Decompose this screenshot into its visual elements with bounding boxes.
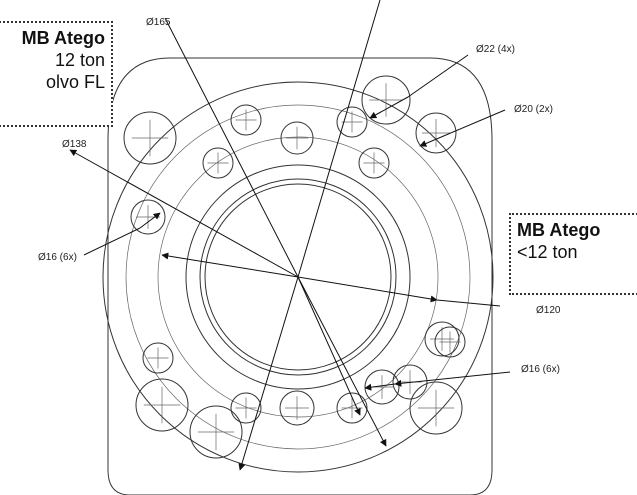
bolt-hole [415, 112, 457, 154]
callout-right-title: MB Atego [517, 220, 601, 240]
bolt-hole [230, 392, 262, 424]
bolt-hole [424, 321, 460, 357]
dim-label-d22: Ø22 (4x) [476, 44, 515, 55]
bolt-hole [142, 342, 174, 374]
bolt-hole [392, 364, 428, 400]
dim-label-d20: Ø20 (2x) [514, 104, 553, 115]
bolt-hole [409, 381, 463, 435]
dim-label-d165: Ø165 [146, 17, 171, 28]
center-bore-outer [199, 178, 397, 376]
callout-left-line1: 12 ton [54, 50, 105, 70]
callout-vehicle-left: MB Atego 12 ton olvo FL [0, 21, 113, 127]
bolt-hole [279, 390, 315, 426]
outer-plate-outline [107, 57, 493, 495]
dim-label-d16-right: Ø16 (6x) [521, 364, 560, 375]
bolt-hole [230, 104, 262, 136]
callout-left-title: MB Atego [21, 28, 105, 48]
callout-vehicle-right: MB Atego <12 ton [509, 213, 637, 295]
bolt-hole [361, 75, 411, 125]
callout-right-line1: <12 ton [517, 242, 578, 262]
bolt-hole [358, 147, 390, 179]
pilot-circle [185, 164, 411, 390]
bolt-holes [123, 75, 466, 459]
bolt-hole [336, 106, 368, 138]
flange-outer-circle [102, 81, 494, 473]
bolt-circle-outer [125, 104, 471, 450]
diameter-lines [69, 0, 438, 471]
callout-left-line2: olvo FL [45, 72, 105, 92]
bolt-hole [336, 392, 368, 424]
bolt-hole [189, 405, 243, 459]
bolt-hole [130, 199, 166, 235]
center-bore-inner [204, 183, 392, 371]
bolt-hole [434, 326, 466, 358]
dim-label-d120: Ø120 [536, 305, 561, 316]
bolt-hole [202, 147, 234, 179]
bolt-circle-inner [157, 136, 439, 418]
leader-lines [83, 54, 511, 391]
dim-label-d16-left: Ø16 (6x) [38, 252, 77, 263]
dim-label-d138: Ø138 [62, 139, 87, 150]
bolt-hole [135, 378, 189, 432]
bolt-hole [123, 111, 177, 165]
bolt-hole [280, 121, 314, 155]
